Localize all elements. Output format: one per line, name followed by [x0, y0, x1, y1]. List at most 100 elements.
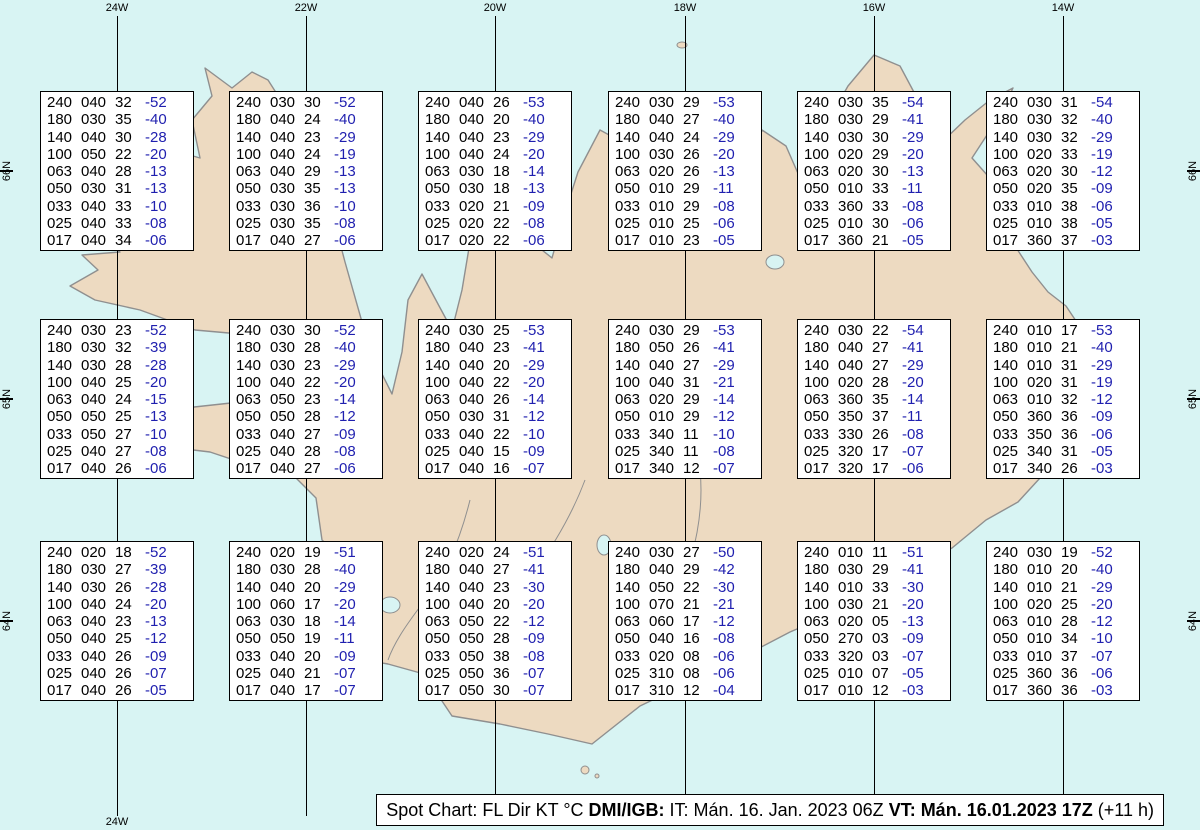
spot-dir: 030: [459, 163, 485, 181]
spot-fl: 180: [47, 561, 73, 579]
spot-kt: 22: [493, 215, 510, 233]
spot-kt: 28: [304, 408, 321, 426]
spot-kt: 27: [304, 232, 321, 250]
spot-temp: -11: [902, 408, 923, 426]
spot-dir: 020: [1027, 145, 1053, 163]
spot-temp: -20: [1091, 595, 1113, 613]
spot-dir: 040: [649, 561, 675, 579]
spot-dir: 060: [270, 595, 296, 613]
longitude-label-top: 18W: [673, 2, 697, 14]
spot-dir: 040: [649, 630, 675, 648]
spot-dir: 040: [81, 163, 107, 181]
spot-fl: 017: [615, 682, 641, 700]
spot-kt: 28: [1061, 613, 1078, 631]
spot-dir: 020: [459, 544, 485, 561]
spot-dir: 360: [838, 391, 864, 409]
spot-kt: 33: [115, 197, 132, 215]
spot-fl: 240: [993, 544, 1019, 561]
spot-dir: 050: [459, 682, 485, 700]
spot-temp: -20: [713, 145, 735, 163]
spot-dir: 010: [1027, 647, 1053, 665]
spot-temp: -09: [1091, 180, 1113, 198]
spot-fl: 140: [236, 578, 262, 596]
longitude-label-bottom: 24W: [105, 816, 129, 828]
spot-dir: 040: [270, 111, 296, 129]
spot-temp: -19: [334, 145, 356, 163]
spot-dir: 040: [81, 128, 107, 146]
spot-dir: 040: [270, 460, 296, 478]
spot-temp: -06: [145, 460, 167, 478]
spot-kt: 18: [304, 613, 321, 631]
spot-dir: 030: [270, 180, 296, 198]
spot-dir: 010: [1027, 356, 1053, 374]
spot-fl: 063: [425, 391, 451, 409]
spot-dir: 030: [81, 561, 107, 579]
spot-fl: 140: [236, 356, 262, 374]
spot-temp: -29: [523, 128, 545, 146]
spot-dir: 010: [649, 215, 675, 233]
spot-temp: -40: [523, 111, 545, 129]
spot-dir: 030: [838, 322, 864, 339]
spot-temp: -08: [523, 215, 545, 233]
spot-kt: 26: [115, 682, 132, 700]
spot-fl: 240: [615, 544, 641, 561]
spot-dir: 320: [838, 647, 864, 665]
spot-fl: 017: [993, 682, 1019, 700]
spot-temp: -08: [523, 647, 545, 665]
spot-fl: 050: [236, 180, 262, 198]
spot-fl: 063: [47, 163, 73, 181]
spot-dir: 010: [1027, 561, 1053, 579]
spot-temp: -12: [1091, 163, 1113, 181]
spot-fl: 063: [236, 163, 262, 181]
longitude-label-top: 24W: [105, 2, 129, 14]
spot-dir: 020: [838, 373, 864, 391]
spot-fl: 063: [804, 613, 830, 631]
spot-temp: -40: [1091, 111, 1113, 129]
spot-temp: -06: [523, 232, 545, 250]
spot-temp: -20: [523, 145, 545, 163]
spot-dir: 020: [459, 197, 485, 215]
spot-fl: 033: [425, 425, 451, 443]
spot-dir: 010: [649, 232, 675, 250]
spot-temp: -11: [334, 630, 355, 648]
spot-fl: 140: [993, 578, 1019, 596]
spot-fl: 025: [993, 215, 1019, 233]
spot-fl: 025: [425, 665, 451, 683]
spot-dir: 040: [270, 163, 296, 181]
spot-dir: 340: [649, 460, 675, 478]
spot-temp: -03: [1091, 460, 1113, 478]
spot-fl: 025: [993, 665, 1019, 683]
spot-fl: 050: [993, 408, 1019, 426]
spot-dir: 040: [270, 665, 296, 683]
spot-fl: 017: [804, 232, 830, 250]
spot-fl: 240: [425, 544, 451, 561]
spot-fl: 240: [236, 322, 262, 339]
spot-dir: 040: [270, 232, 296, 250]
spot-dir: 040: [459, 94, 485, 111]
spot-temp: -06: [713, 215, 735, 233]
spot-fl: 033: [804, 197, 830, 215]
spot-kt: 37: [1061, 232, 1078, 250]
spot-temp: -10: [145, 425, 167, 443]
